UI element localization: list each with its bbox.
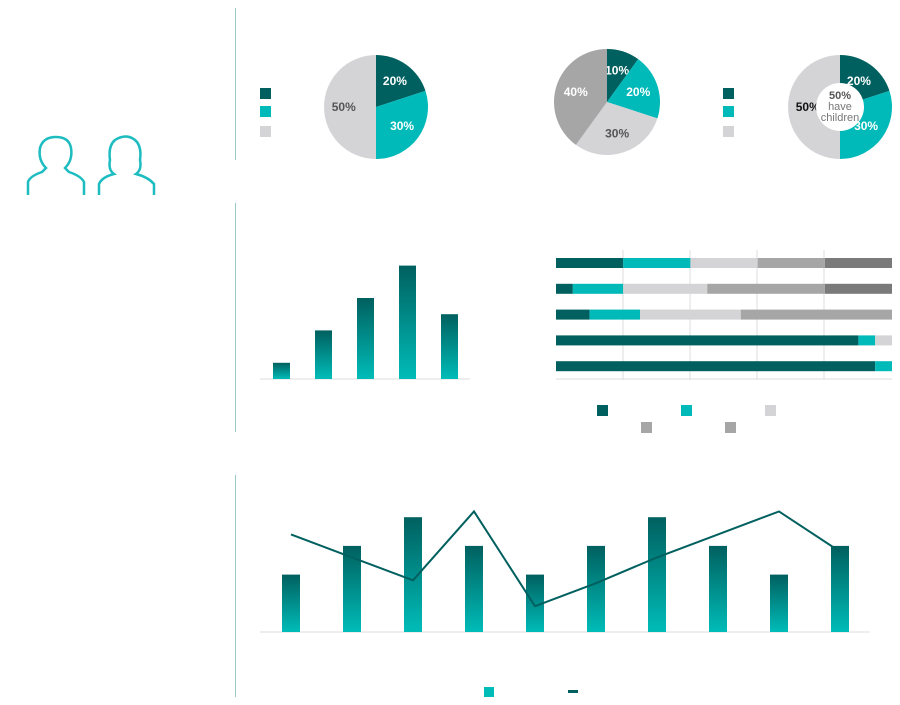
legend-swatch (260, 88, 271, 99)
bar (315, 330, 332, 379)
combo-legend-bar-swatch (484, 687, 494, 697)
stacked-segment (556, 335, 859, 346)
stacked-segment (707, 283, 825, 294)
combo-line (290, 509, 841, 608)
stacked-segment (589, 309, 640, 320)
combo-bar (343, 545, 361, 632)
bar (273, 362, 290, 379)
male-person-icon (26, 135, 86, 195)
stacked-legend-swatch (681, 405, 692, 416)
pie2-slice (607, 49, 639, 102)
combo-bar (587, 545, 605, 632)
stacked-segment (623, 283, 708, 294)
stacked-legend-swatch (641, 422, 652, 433)
pie1-slice (376, 90, 428, 159)
combo-bar (709, 545, 727, 632)
stacked-segment (640, 309, 741, 320)
legend-swatch (260, 126, 271, 137)
pie1-label: 50% (332, 100, 356, 114)
stacked-segment (824, 283, 892, 294)
stacked-segment (858, 335, 876, 346)
pie2-slice (607, 59, 660, 119)
legend-swatch (723, 88, 734, 99)
stacked-segment (623, 258, 691, 268)
stacked-legend-swatch (597, 405, 608, 416)
stacked-segment (572, 283, 624, 294)
pie3-label: 20% (847, 74, 871, 88)
divider-1 (235, 8, 236, 160)
divider-3 (235, 475, 236, 697)
bar (357, 298, 374, 379)
stacked-segment (875, 361, 892, 372)
combo-bar (404, 517, 422, 632)
pie1-slice (324, 55, 376, 159)
pie2-slice (554, 49, 607, 145)
pie1-label: 20% (383, 74, 407, 88)
stacked-segment (690, 258, 758, 268)
stacked-legend-swatch (765, 405, 776, 416)
pie2-label: 40% (564, 85, 588, 99)
stacked-segment (556, 309, 590, 320)
stacked-segment (824, 258, 892, 268)
stacked-segment (740, 309, 892, 320)
bar (441, 314, 458, 379)
pie3-label: 50% (796, 100, 820, 114)
combo-legend-line-swatch (568, 690, 578, 693)
combo-bar (648, 517, 666, 632)
pie2-label: 30% (605, 126, 629, 140)
legend-swatch (260, 106, 271, 117)
divider-2 (235, 203, 236, 432)
stacked-segment (556, 361, 876, 372)
pie3-label: 30% (854, 119, 878, 133)
combo-bar (282, 574, 300, 632)
female-person-icon (97, 135, 156, 195)
stacked-segment (556, 258, 624, 268)
combo-bar (526, 574, 544, 632)
stacked-legend-swatch (725, 422, 736, 433)
center-text-have: have (828, 101, 852, 113)
combo-bar (770, 574, 788, 632)
pie2-slice (575, 102, 658, 155)
pie1-label: 30% (390, 119, 414, 133)
pie2-label: 10% (605, 64, 629, 78)
combo-bar (465, 545, 483, 632)
stacked-segment (757, 258, 825, 268)
pie3-center-hole (816, 83, 864, 131)
center-text-percent: 50% (829, 90, 851, 102)
pie2-label: 20% (626, 85, 650, 99)
bar (399, 265, 416, 379)
stacked-segment (875, 335, 892, 346)
stacked-segment (556, 283, 573, 294)
legend-swatch (723, 106, 734, 117)
center-text-children: children (821, 112, 860, 124)
pie1-slice (376, 55, 426, 107)
pie3-slice (788, 55, 840, 159)
legend-swatch (723, 126, 734, 137)
combo-bar (831, 545, 849, 632)
